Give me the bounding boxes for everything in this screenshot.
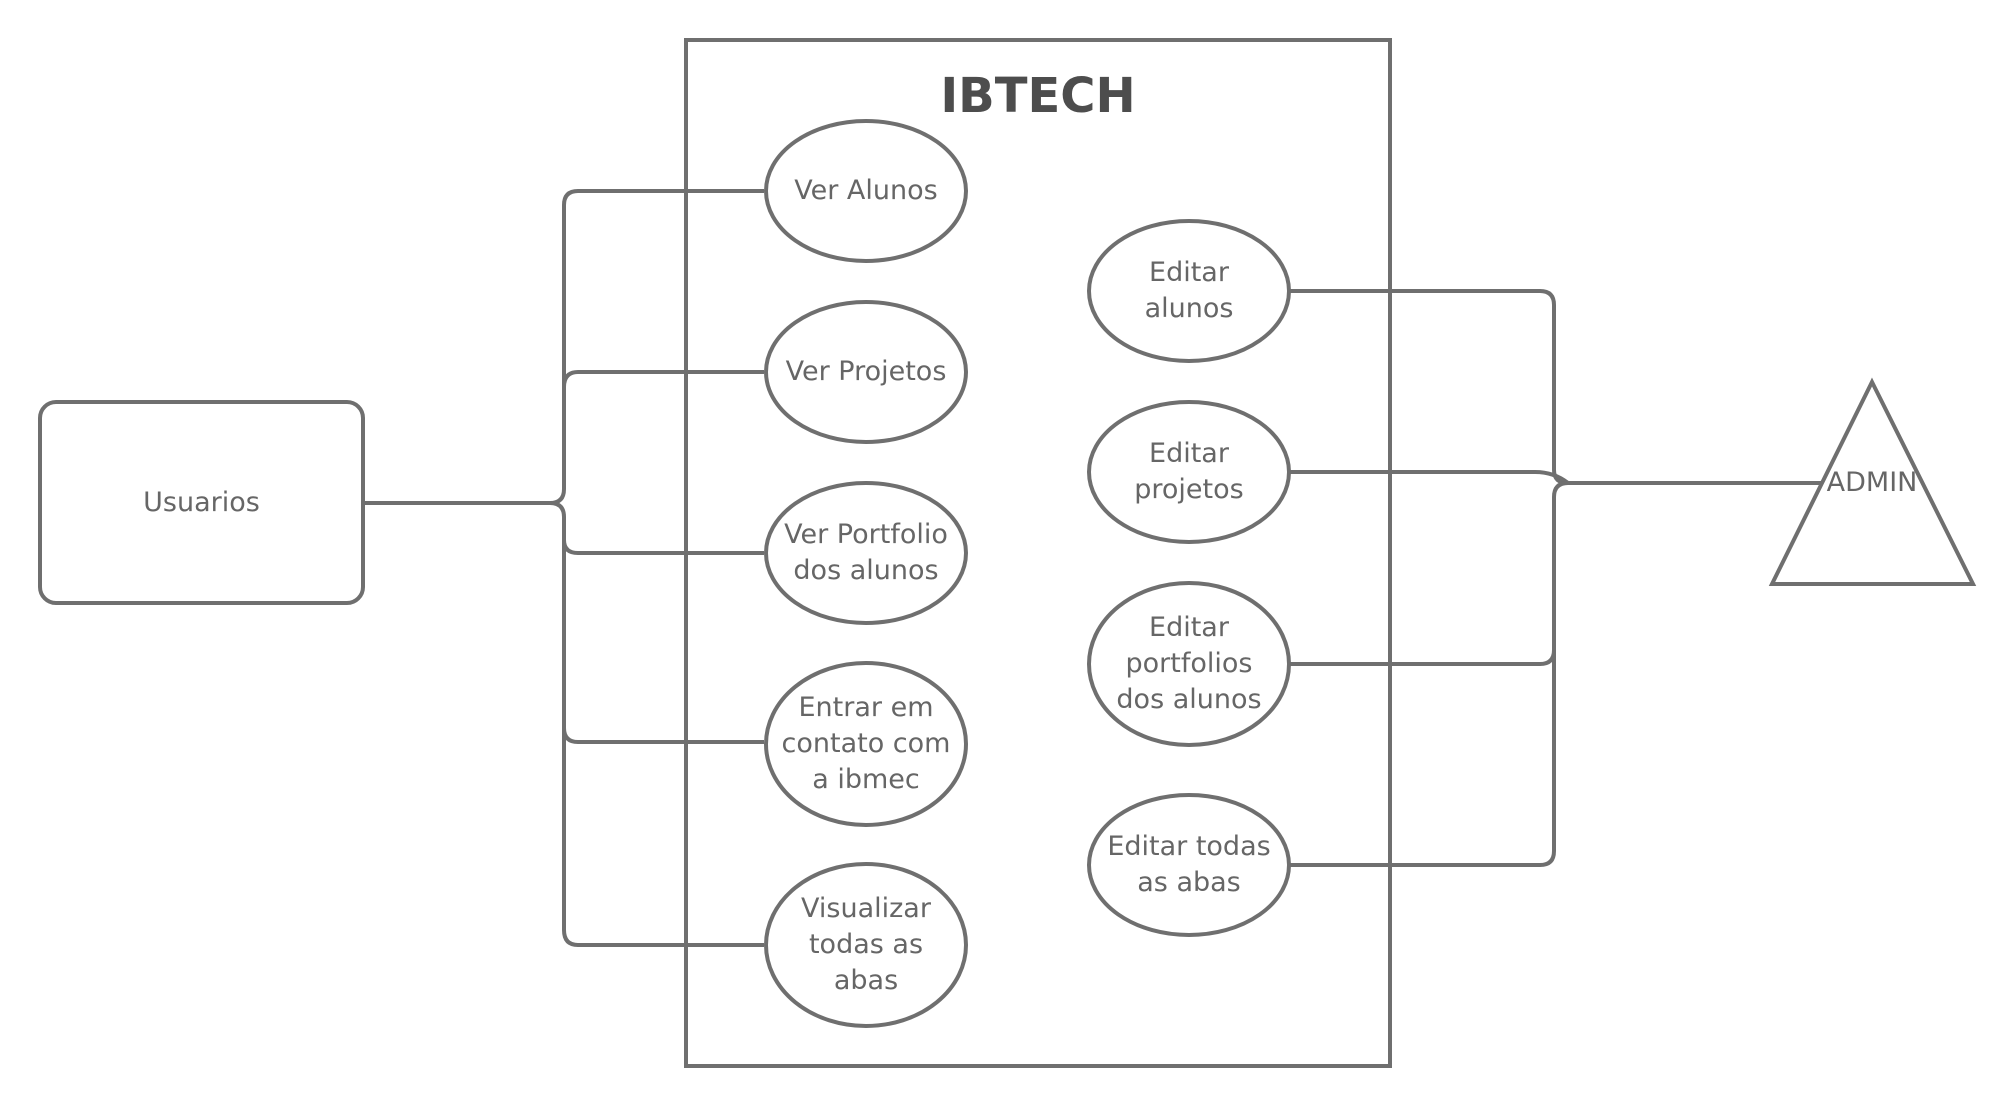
use-case-ver-alunos-ellipse	[764, 119, 968, 263]
admin-connector-editar-portfolios	[1285, 481, 1569, 666]
use-case-ver-projetos-ellipse	[764, 300, 968, 444]
admin-connector-editar-todas-abas	[1285, 650, 1556, 867]
users-connector-entrar-contato	[562, 540, 764, 744]
admin-connector-editar-projetos	[1285, 470, 1570, 485]
users-actor-box	[38, 400, 365, 605]
use-case-editar-alunos-ellipse	[1087, 219, 1291, 363]
system-title: IBTECH	[940, 68, 1136, 124]
users-connector-trunk	[365, 189, 764, 505]
use-case-editar-todas-abas-ellipse	[1087, 793, 1291, 937]
users-connector-visualizar-abas	[562, 728, 764, 947]
use-case-ver-portfolio-ellipse	[764, 481, 968, 625]
admin-connector-editar-alunos	[1285, 289, 1827, 485]
use-case-editar-portfolios-ellipse	[1087, 581, 1291, 747]
use-case-visualizar-abas-ellipse	[764, 862, 968, 1028]
admin-actor-triangle	[1768, 377, 1977, 586]
use-case-entrar-contato-ellipse	[764, 661, 968, 827]
users-connector-ver-portfolio	[549, 501, 764, 555]
use-case-editar-projetos-ellipse	[1087, 400, 1291, 544]
users-connector-ver-projetos	[562, 370, 764, 388]
